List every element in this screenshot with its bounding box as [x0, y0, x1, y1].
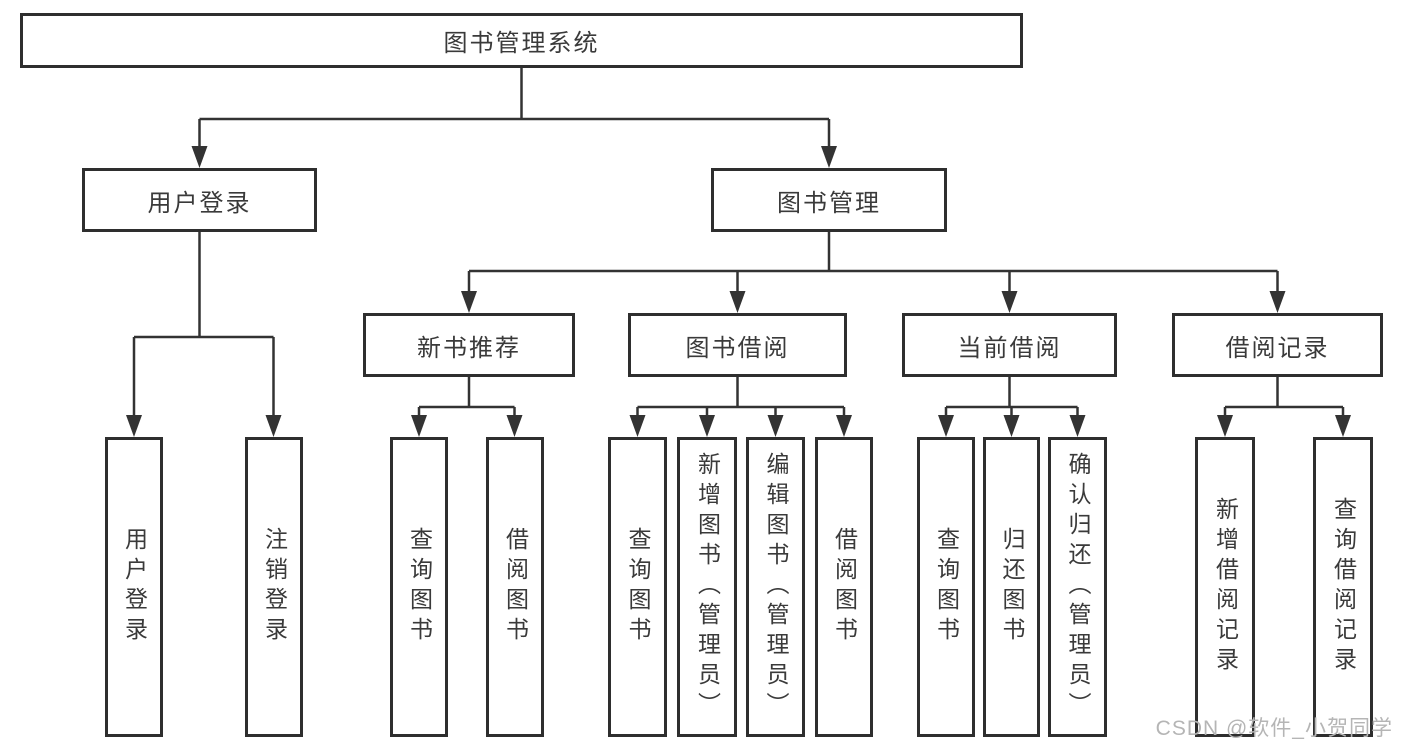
node-leaf-logout: 注销登录: [245, 437, 303, 737]
edge-user-login-to-leaves: [126, 232, 282, 437]
node-leaf-user-login: 用户登录: [105, 437, 163, 737]
node-leaf-add-books-admin: 新增图书（管理员）: [677, 437, 737, 737]
csdn-watermark: CSDN @软件_小贺同学: [1155, 717, 1393, 740]
edge-book-management-to-level3: [461, 232, 1286, 313]
edge-current-borrowing-to-leaves: [938, 377, 1086, 437]
node-leaf-edit-books-admin: 编辑图书（管理员）: [746, 437, 805, 737]
node-leaf-query-borrow-record: 查询借阅记录: [1313, 437, 1373, 737]
node-borrowing-records: 借阅记录: [1172, 313, 1383, 377]
node-leaf-borrow-books-recommend: 借阅图书: [486, 437, 544, 737]
edge-borrowing-records-to-leaves: [1217, 377, 1351, 437]
edge-root-to-level2: [191, 68, 837, 168]
node-book-management: 图书管理: [711, 168, 947, 232]
node-user-login: 用户登录: [82, 168, 317, 232]
node-library-management-system: 图书管理系统: [20, 13, 1023, 68]
edge-new-book-recommend-to-leaves: [411, 377, 523, 437]
node-leaf-query-books-recommend: 查询图书: [390, 437, 448, 737]
node-book-borrowing: 图书借阅: [628, 313, 847, 377]
node-new-book-recommend: 新书推荐: [363, 313, 575, 377]
node-leaf-query-books-borrowing: 查询图书: [608, 437, 667, 737]
node-leaf-confirm-return-admin: 确认归还（管理员）: [1048, 437, 1107, 737]
node-leaf-return-books: 归还图书: [983, 437, 1040, 737]
node-leaf-borrow-books-borrowing: 借阅图书: [815, 437, 873, 737]
edge-book-borrowing-to-leaves: [629, 377, 852, 437]
node-leaf-query-books-current: 查询图书: [917, 437, 975, 737]
node-leaf-add-borrow-record: 新增借阅记录: [1195, 437, 1255, 737]
node-current-borrowing: 当前借阅: [902, 313, 1117, 377]
